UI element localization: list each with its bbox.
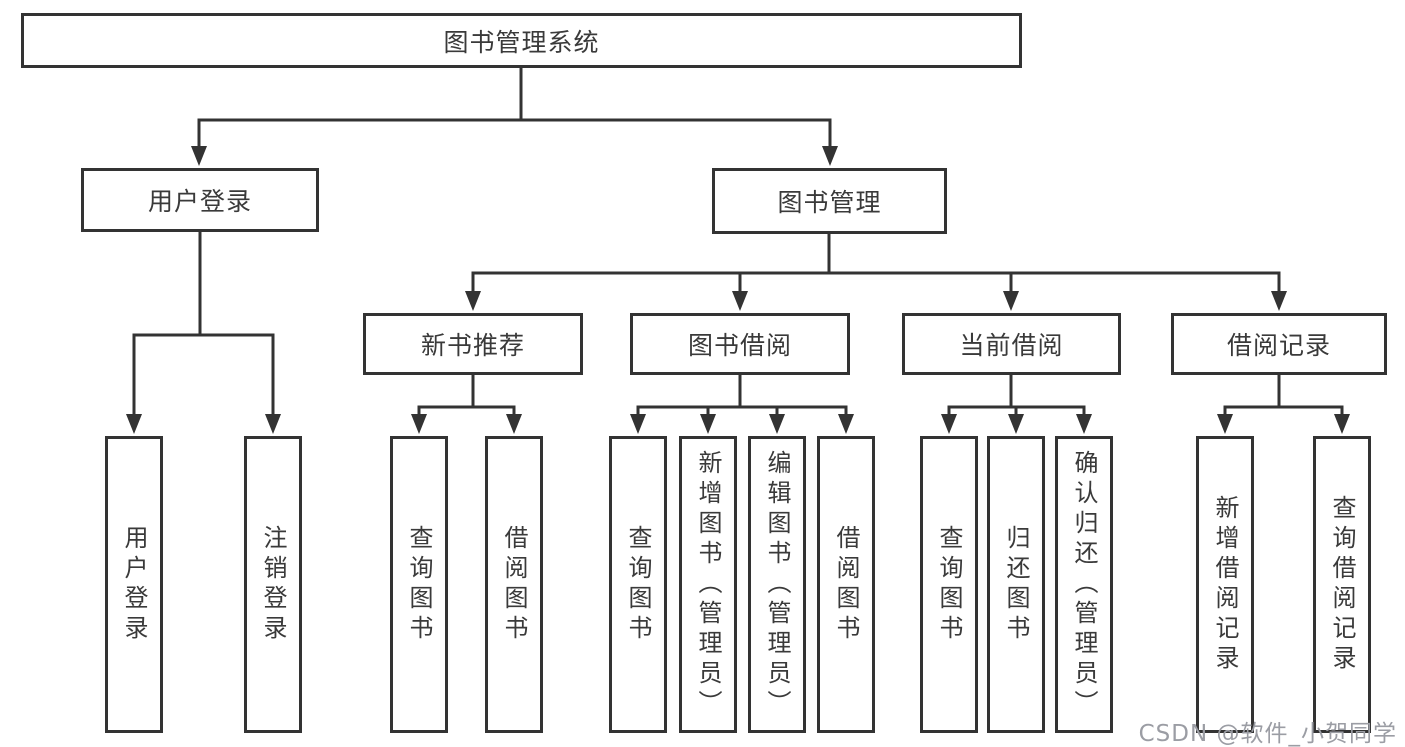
arrow-down-icon — [126, 414, 142, 434]
leaf-records-query-record: 查询借阅记录 — [1313, 436, 1371, 733]
connector-line — [197, 118, 832, 160]
arrow-down-icon — [700, 414, 716, 434]
csdn-watermark: CSDN @软件_小贺同学 — [1138, 721, 1397, 747]
leaf-newrec-borrow-book: 借阅图书 — [485, 436, 543, 733]
node-book-borrow: 图书借阅 — [630, 313, 850, 375]
node-new-book-recommend: 新书推荐 — [363, 313, 583, 375]
node-book-management: 图书管理 — [712, 168, 947, 234]
connector-line — [636, 405, 848, 428]
leaf-borrow-borrow-book: 借阅图书 — [817, 436, 875, 733]
leaf-borrow-edit-book: 编辑图书（管理员） — [748, 436, 806, 733]
connector-line — [1223, 405, 1344, 428]
arrow-down-icon — [1076, 414, 1092, 434]
arrow-down-icon — [769, 414, 785, 434]
leaf-newrec-query-book: 查询图书 — [390, 436, 448, 733]
arrow-down-icon — [630, 414, 646, 434]
arrow-down-icon — [1271, 291, 1287, 311]
arrow-down-icon — [1003, 291, 1019, 311]
node-library-system: 图书管理系统 — [21, 13, 1022, 68]
node-current-borrow: 当前借阅 — [902, 313, 1121, 375]
leaf-user-login: 用户登录 — [105, 436, 163, 733]
arrow-down-icon — [732, 291, 748, 311]
arrow-down-icon — [506, 414, 522, 434]
connector-line — [417, 405, 516, 428]
arrow-down-icon — [1008, 414, 1024, 434]
leaf-current-confirm-return: 确认归还（管理员） — [1055, 436, 1113, 733]
node-user-login: 用户登录 — [81, 168, 319, 232]
arrow-down-icon — [838, 414, 854, 434]
arrow-down-icon — [465, 291, 481, 311]
leaf-records-add-record: 新增借阅记录 — [1196, 436, 1254, 733]
node-borrow-records: 借阅记录 — [1171, 313, 1387, 375]
arrow-down-icon — [1217, 414, 1233, 434]
connector-line — [471, 271, 1281, 305]
leaf-current-return-book: 归还图书 — [987, 436, 1045, 733]
arrow-down-icon — [265, 414, 281, 434]
leaf-borrow-query-book: 查询图书 — [609, 436, 667, 733]
arrow-down-icon — [822, 146, 838, 166]
connector-line — [132, 333, 275, 428]
leaf-logout: 注销登录 — [244, 436, 302, 733]
arrow-down-icon — [411, 414, 427, 434]
leaf-borrow-add-book: 新增图书（管理员） — [679, 436, 737, 733]
leaf-current-query-book: 查询图书 — [920, 436, 978, 733]
arrow-down-icon — [1334, 414, 1350, 434]
arrow-down-icon — [941, 414, 957, 434]
arrow-down-icon — [191, 146, 207, 166]
